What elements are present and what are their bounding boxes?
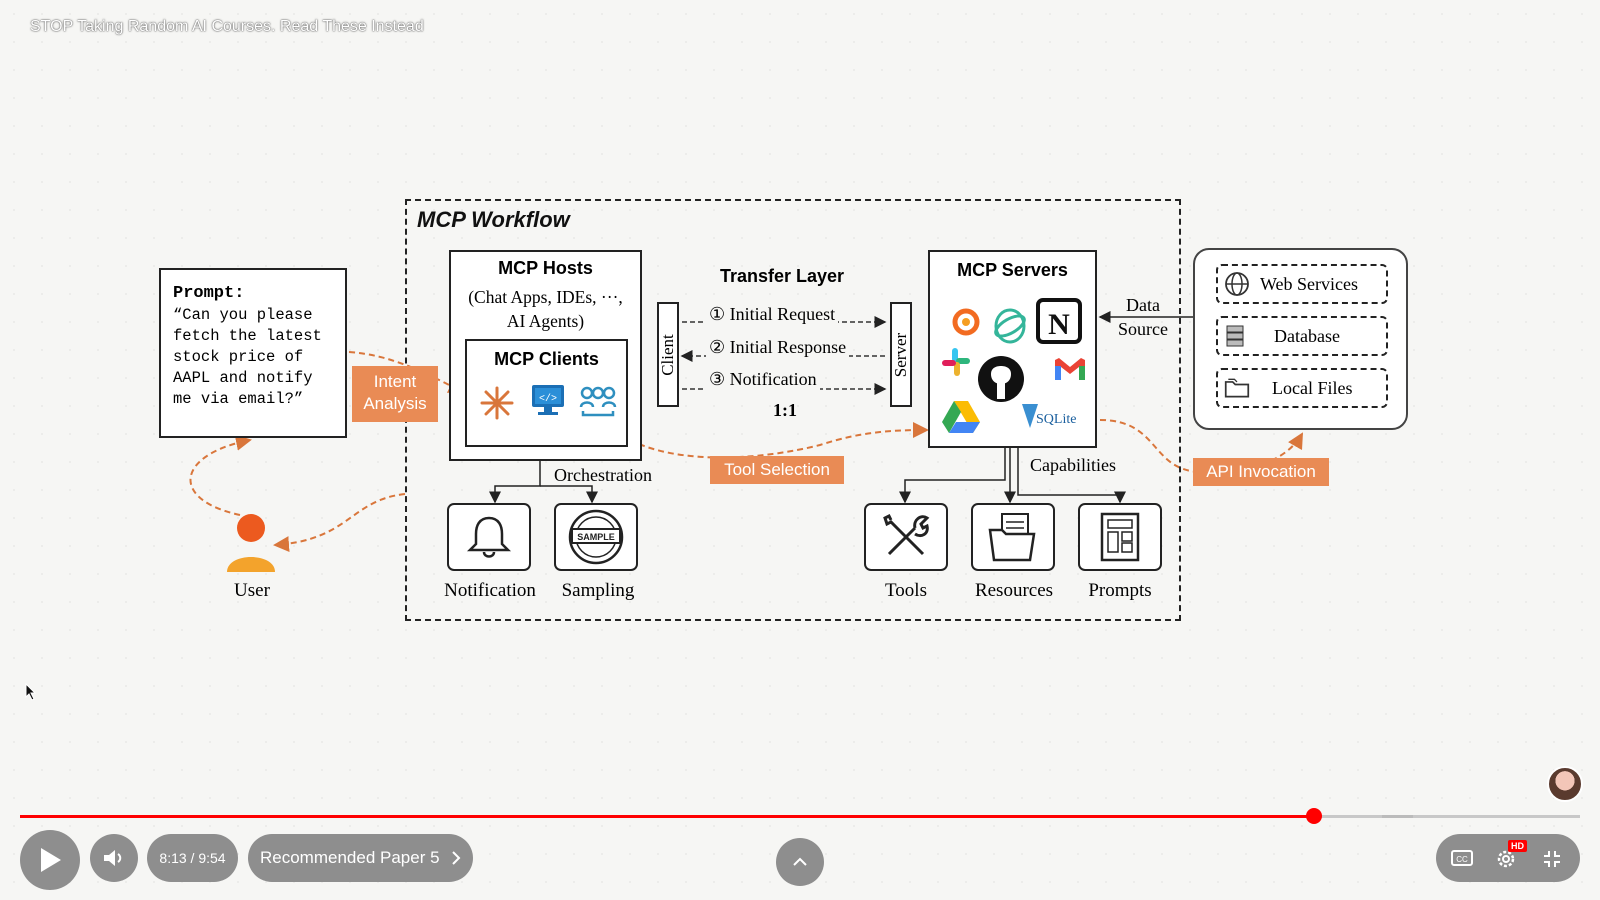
tools-label: Tools: [885, 580, 927, 601]
transfer-step-3: ③ Notification: [706, 369, 820, 390]
openai-icon: [994, 308, 1026, 344]
server-bar: Server: [890, 302, 912, 407]
progress-buffered: [1382, 815, 1413, 818]
play-icon: [41, 848, 61, 872]
mcp-hosts-title: MCP Hosts: [498, 258, 593, 278]
channel-avatar[interactable]: [1547, 766, 1583, 802]
database-icon: [1226, 325, 1244, 347]
resources-label: Resources: [974, 580, 1054, 601]
bell-icon: [466, 516, 512, 558]
svg-text:CC: CC: [1456, 855, 1468, 864]
intent-flow-line: [348, 351, 465, 393]
tools-box: [864, 503, 948, 571]
client-bar-label: Client: [658, 333, 677, 376]
server-bar-label: Server: [891, 332, 910, 377]
intent-analysis-tag: Intent Analysis: [352, 366, 438, 422]
progress-bar[interactable]: [20, 815, 1580, 818]
claude-icon: [480, 386, 514, 420]
data-source-database: Database: [1216, 316, 1388, 356]
captions-icon: CC: [1451, 850, 1473, 866]
slack-icon: [942, 348, 970, 376]
api-invocation-tag: API Invocation: [1193, 458, 1329, 486]
transfer-layer-title: Transfer Layer: [720, 266, 845, 286]
mcp-clients-box: MCP Clients </>: [465, 339, 628, 447]
settings-button[interactable]: [1492, 845, 1520, 873]
play-button[interactable]: [20, 830, 80, 890]
user-label: User: [234, 580, 270, 601]
transfer-ratio: 1:1: [773, 400, 797, 420]
tool-selection-line: [629, 422, 929, 459]
sampling-box: SAMPLE: [554, 503, 638, 571]
sampling-label: Sampling: [561, 580, 635, 601]
notification-box: [447, 503, 531, 571]
github-icon: [978, 356, 1024, 402]
user-to-prompt-line: [189, 434, 252, 516]
grafana-icon: [952, 308, 980, 336]
captions-button[interactable]: CC: [1448, 845, 1476, 871]
prompts-template-icon: [1100, 512, 1140, 562]
settings-icon: [1497, 850, 1515, 868]
data-source-local-files: Local Files: [1216, 368, 1388, 408]
capabilities-label: Capabilities: [1030, 455, 1116, 475]
resources-box: [971, 503, 1055, 571]
chevron-right-icon: [451, 851, 460, 865]
transfer-step-1: ① Initial Request: [706, 304, 839, 325]
progress-played: [20, 815, 1314, 818]
resources-folder-icon: [988, 513, 1036, 562]
mcp-servers-title: MCP Servers: [957, 260, 1068, 280]
prompt-card: Prompt: “Can you please fetch the latest…: [159, 268, 347, 438]
globe-icon: [1225, 272, 1249, 296]
user-icon: [227, 514, 275, 572]
sqlite-icon: [1022, 404, 1038, 428]
response-to-user-line: [273, 493, 406, 553]
tools-icon: [883, 513, 930, 556]
chapter-button[interactable]: Recommended Paper 5: [248, 834, 473, 882]
notion-icon: N: [1036, 298, 1082, 344]
video-title: STOP Taking Random AI Courses. Read Thes…: [30, 18, 424, 35]
time-display: 8:13 / 9:54: [147, 834, 238, 882]
sample-stamp-text: SAMPLE: [577, 532, 615, 542]
data-source-web-services-label: Web Services: [1260, 273, 1359, 294]
data-source-local-files-label: Local Files: [1272, 377, 1353, 398]
orchestration-label: Orchestration: [554, 465, 652, 485]
google-drive-icon: [942, 401, 980, 433]
tool-selection-tag: Tool Selection: [710, 456, 844, 484]
workflow-title: MCP Workflow: [417, 207, 570, 232]
volume-icon: [104, 850, 122, 866]
prompt-label: Prompt:: [173, 284, 245, 303]
data-source-web-services: Web Services: [1216, 264, 1388, 304]
hd-badge: HD: [1508, 840, 1527, 852]
exit-fullscreen-button[interactable]: [1538, 845, 1566, 873]
client-bar: Client: [657, 302, 679, 407]
gmail-icon: [1055, 358, 1085, 380]
expand-up-button[interactable]: [776, 838, 824, 886]
chapter-title: Recommended Paper 5: [260, 848, 440, 867]
svg-text:</>: </>: [539, 393, 557, 405]
agents-icon: [579, 386, 617, 417]
mouse-cursor-icon: [25, 683, 37, 701]
code-editor-icon: </>: [532, 385, 564, 415]
transfer-step-2: ② Initial Response: [706, 337, 850, 358]
volume-button[interactable]: [90, 834, 138, 882]
mcp-hosts-subtitle: (Chat Apps, IDEs, ···, AI Agents): [468, 287, 623, 331]
prompts-label: Prompts: [1088, 580, 1152, 601]
api-invocation-line: [1099, 419, 1303, 474]
data-sources-panel: Web Services Database Local Files: [1193, 248, 1408, 430]
sqlite-label: SQLite: [1036, 412, 1077, 427]
exit-fullscreen-icon: [1544, 851, 1560, 867]
mcp-servers-box: MCP Servers N: [928, 250, 1097, 448]
data-source-label: Data Source: [1118, 295, 1168, 339]
folder-icon: [1224, 378, 1250, 398]
chevron-up-icon: [793, 857, 807, 866]
prompt-text: “Can you please fetch the latest stock p…: [173, 306, 322, 408]
data-source-database-label: Database: [1274, 325, 1340, 346]
notification-label: Notification: [444, 580, 536, 601]
sample-stamp-icon: SAMPLE: [568, 509, 624, 565]
prompts-box: [1078, 503, 1162, 571]
progress-scrubber[interactable]: [1306, 808, 1322, 824]
mcp-clients-title: MCP Clients: [494, 349, 599, 369]
svg-text:N: N: [1048, 308, 1070, 341]
